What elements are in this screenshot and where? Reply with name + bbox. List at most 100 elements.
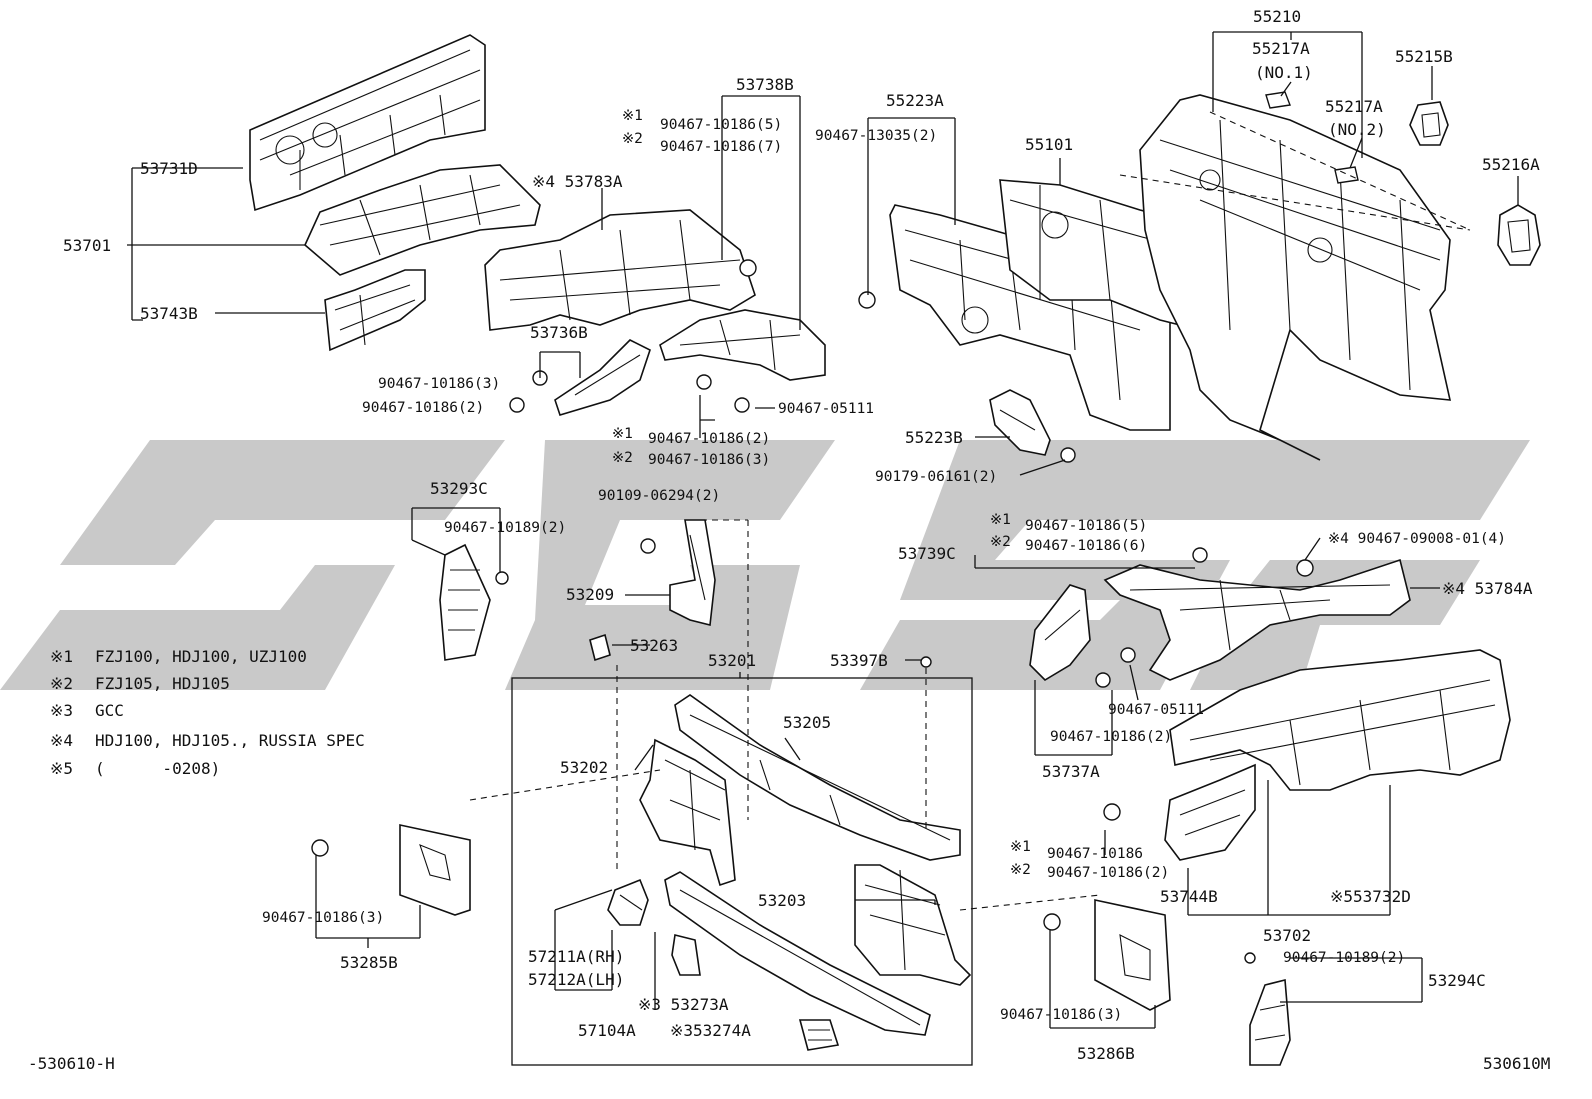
legend-mark-4: ※4 bbox=[50, 731, 73, 750]
part-support-upper-53205 bbox=[674, 694, 961, 861]
clip-icon bbox=[1265, 91, 1291, 109]
label-53784a: ※4 53784A bbox=[1442, 579, 1533, 598]
part-seal-53294c bbox=[1249, 978, 1291, 1066]
label-90467-10189-2-b: 90467-10189(2) bbox=[1283, 950, 1405, 966]
label-53701: 53701 bbox=[63, 236, 111, 255]
clip-icon bbox=[1244, 952, 1256, 964]
legend-text-3: GCC bbox=[95, 701, 124, 720]
footer-diagram-code-left: -530610-H bbox=[28, 1054, 115, 1073]
label-53205: 53205 bbox=[783, 713, 831, 732]
legend-text-4: HDJ100, HDJ105., RUSSIA SPEC bbox=[95, 731, 365, 750]
legend-mark-2: ※2 bbox=[50, 674, 73, 693]
clip-icon bbox=[1192, 547, 1208, 563]
label-90467-10186-5-c: 90467-10186(5) bbox=[1025, 518, 1147, 534]
label-53738b: 53738B bbox=[736, 75, 794, 94]
label-53294c: 53294C bbox=[1428, 971, 1486, 990]
part-plug-55215b bbox=[1409, 101, 1449, 146]
label-55216a: 55216A bbox=[1482, 155, 1540, 174]
label-55217a-no2: 55217A bbox=[1325, 97, 1383, 116]
part-shield-53285b bbox=[399, 824, 471, 916]
label-note1-c: ※1 bbox=[990, 512, 1011, 528]
clip-icon bbox=[495, 571, 509, 585]
label-55223a: 55223A bbox=[886, 91, 944, 110]
label-90467-10186-d: 90467-10186 bbox=[1047, 846, 1143, 862]
clip-icon bbox=[858, 291, 876, 309]
label-53202: 53202 bbox=[560, 758, 608, 777]
part-support-side-53202 bbox=[639, 738, 736, 887]
part-apron-53744b bbox=[1164, 763, 1256, 861]
label-57212a: 57212A(LH) bbox=[528, 970, 624, 989]
label-90467-13035-2: 90467-13035(2) bbox=[815, 128, 937, 144]
label-53783a: ※4 53783A bbox=[532, 172, 623, 191]
label-53736b: 53736B bbox=[530, 323, 588, 342]
label-90467-05111-a: 90467-05111 bbox=[778, 401, 874, 417]
label-90467-10186-3-b: 90467-10186(3) bbox=[648, 452, 770, 468]
part-seal-53293c bbox=[439, 543, 491, 661]
part-cowl-top-panel-53731d bbox=[249, 34, 486, 212]
part-radiator-support-frame-box bbox=[511, 677, 973, 1066]
part-bracket-53739c bbox=[1103, 558, 1411, 681]
legend-mark-3: ※3 bbox=[50, 701, 73, 720]
part-bracket-53737a bbox=[1029, 584, 1091, 682]
label-553732d: ※553732D bbox=[1330, 887, 1411, 906]
clip-icon bbox=[1103, 803, 1121, 821]
label-55210: 55210 bbox=[1253, 7, 1301, 26]
part-bracket-53273a bbox=[671, 934, 701, 976]
part-reinforcement-53738b bbox=[659, 309, 826, 381]
label-53203: 53203 bbox=[758, 891, 806, 910]
clip-icon bbox=[1296, 559, 1314, 577]
label-note2-d: ※2 bbox=[1010, 862, 1031, 878]
clip-icon bbox=[640, 538, 656, 554]
legend-text-5: ( -0208) bbox=[95, 759, 220, 778]
label-note2-a: ※2 bbox=[622, 131, 643, 147]
part-fender-apron-53701 bbox=[304, 164, 541, 276]
label-note1-a: ※1 bbox=[622, 108, 643, 124]
part-support-lower-57104a bbox=[664, 871, 931, 1036]
part-apron-53743b bbox=[324, 269, 426, 352]
label-90467-10186-7: 90467-10186(7) bbox=[660, 139, 782, 155]
part-clip-53263 bbox=[589, 633, 611, 662]
legend-mark-1: ※1 bbox=[50, 647, 73, 666]
label-53397b: 53397B bbox=[830, 651, 888, 670]
clip-icon bbox=[1060, 447, 1076, 463]
part-bracket-53274a bbox=[798, 1019, 840, 1051]
label-90109-06294-2: 90109-06294(2) bbox=[598, 488, 720, 504]
label-53273a: ※3 53273A bbox=[638, 995, 729, 1014]
label-53263: 53263 bbox=[630, 636, 678, 655]
label-55101: 55101 bbox=[1025, 135, 1073, 154]
legend: ※1 FZJ100, HDJ100, UZJ100 ※2 FZJ105, HDJ… bbox=[50, 647, 365, 778]
label-55223b: 55223B bbox=[905, 428, 963, 447]
part-bracket-53209 bbox=[669, 519, 716, 626]
label-53201: 53201 bbox=[708, 651, 756, 670]
label-90179-06161-2: 90179-06161(2) bbox=[875, 469, 997, 485]
footer-diagram-code-right: 530610M bbox=[1483, 1054, 1550, 1073]
label-90467-10186-3-a: 90467-10186(3) bbox=[378, 376, 500, 392]
label-53739c: 53739C bbox=[898, 544, 956, 563]
label-53274a: ※353274A bbox=[670, 1021, 751, 1040]
part-support-side-53203 bbox=[854, 864, 972, 986]
label-55215b: 55215B bbox=[1395, 47, 1453, 66]
label-90467-10186-2-d: 90467-10186(2) bbox=[1047, 865, 1169, 881]
part-insulator-55223b bbox=[989, 389, 1051, 456]
part-shield-53286b bbox=[1094, 899, 1171, 1011]
label-90467-09008-01-4: ※4 90467-09008-01(4) bbox=[1328, 531, 1506, 547]
label-90467-05111-b: 90467-05111 bbox=[1108, 702, 1204, 718]
clip-icon bbox=[1120, 647, 1136, 663]
label-55217a-no1-sub: (NO.1) bbox=[1255, 63, 1313, 82]
label-55217a-no1: 55217A bbox=[1252, 39, 1310, 58]
legend-mark-5: ※5 bbox=[50, 759, 73, 778]
label-53702: 53702 bbox=[1263, 926, 1311, 945]
label-90467-10186-5-a: 90467-10186(5) bbox=[660, 117, 782, 133]
label-90467-10186-2-c: 90467-10186(2) bbox=[1050, 729, 1172, 745]
part-plug-55216a bbox=[1497, 204, 1541, 266]
label-90467-10189-2-a: 90467-10189(2) bbox=[444, 520, 566, 536]
label-90467-10186-2-b: 90467-10186(2) bbox=[648, 431, 770, 447]
label-53286b: 53286B bbox=[1077, 1044, 1135, 1063]
label-53744b: 53744B bbox=[1160, 887, 1218, 906]
label-53737a: 53737A bbox=[1042, 762, 1100, 781]
clip-icon bbox=[734, 397, 750, 413]
label-53293c: 53293C bbox=[430, 479, 488, 498]
clip-icon bbox=[696, 374, 712, 390]
clip-icon bbox=[311, 839, 329, 857]
